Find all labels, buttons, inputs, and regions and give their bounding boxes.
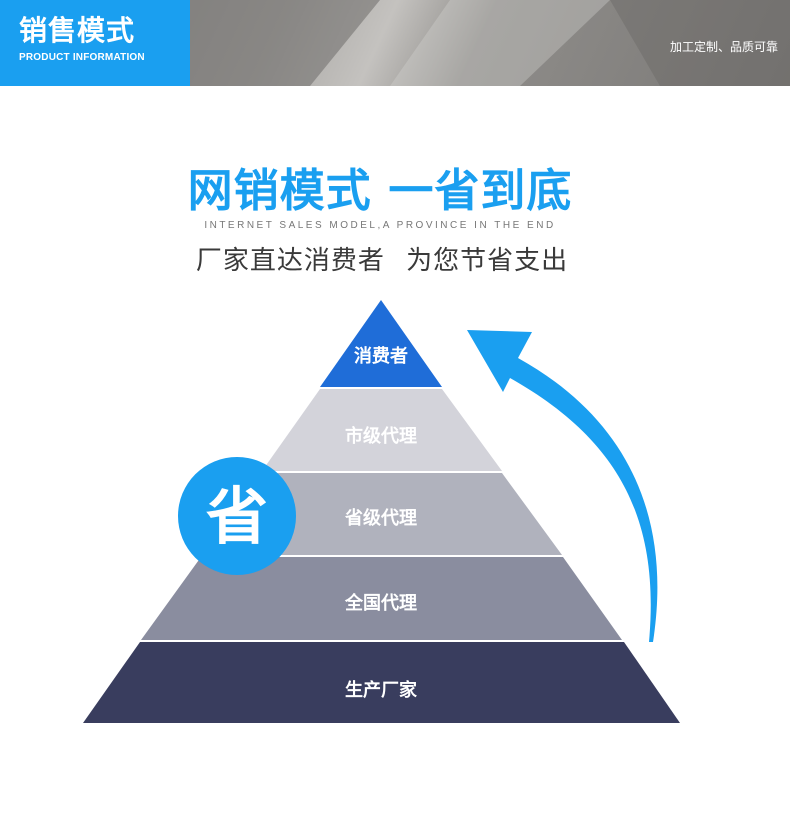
- tier-label-national-agent: 全国代理: [344, 592, 417, 614]
- province-circle: [178, 457, 296, 575]
- pyramid-tier-national-agent: [141, 557, 622, 640]
- tier-label-city-agent: 市级代理: [345, 425, 417, 447]
- headline-english: INTERNET SALES MODEL,A PROVINCE IN THE E…: [204, 220, 556, 231]
- upward-curved-arrow: [467, 330, 658, 642]
- section-badge: 销售模式 PRODUCT INFORMATION: [0, 0, 190, 86]
- header-banner: 销售模式 PRODUCT INFORMATION 加工定制、品质可靠: [0, 0, 790, 86]
- province-circle-label: 省: [206, 480, 268, 553]
- pyramid-tier-consumer: [320, 300, 442, 387]
- tier-label-consumer: 消费者: [354, 345, 408, 367]
- headline-subtitle: 厂家直达消费者 为您节省支出: [195, 246, 569, 276]
- tier-label-manufacturer: 生产厂家: [345, 679, 418, 701]
- headline-title: 网销模式 一省到底: [187, 164, 573, 217]
- section-title: 销售模式: [19, 14, 136, 47]
- section-subtitle: PRODUCT INFORMATION: [19, 52, 145, 63]
- pyramid-tier-city-agent: [262, 389, 502, 471]
- pyramid-tier-manufacturer: [83, 642, 680, 723]
- header-background-graphic: [190, 0, 790, 86]
- header-tagline: 加工定制、品质可靠: [669, 40, 778, 54]
- tier-label-province-agent: 省级代理: [344, 507, 417, 529]
